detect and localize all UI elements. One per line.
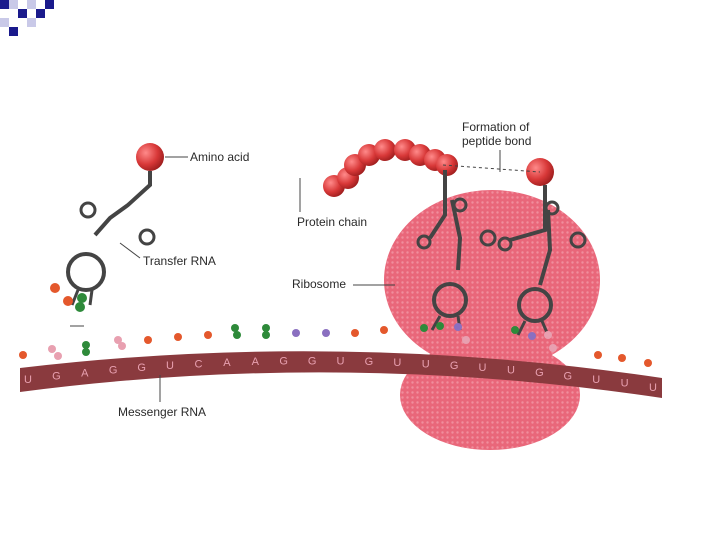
label-transfer-rna: Transfer RNA xyxy=(143,254,216,268)
mrna-base: U xyxy=(479,362,487,374)
mrna-base: U xyxy=(166,360,174,372)
ribosome xyxy=(384,190,600,450)
mrna-base: U xyxy=(507,364,515,376)
mrna-base: G xyxy=(535,367,544,379)
mrna-base: G xyxy=(279,356,288,368)
mrna-base: U xyxy=(24,374,32,386)
mrna-base: G xyxy=(308,355,317,367)
amino-acid-bead xyxy=(374,139,396,161)
mrna-base: G xyxy=(137,362,146,374)
label-protein-chain: Protein chain xyxy=(297,215,367,229)
mrna-base: A xyxy=(252,356,260,368)
mrna-base: G xyxy=(564,370,573,382)
mrna-base: C xyxy=(195,358,203,370)
mrna-base: G xyxy=(52,371,61,383)
mrna-base: U xyxy=(649,382,657,394)
mrna-base: A xyxy=(223,357,231,369)
mrna-base: G xyxy=(109,365,118,377)
label-ribosome: Ribosome xyxy=(292,277,346,291)
mrna-base: U xyxy=(592,374,600,386)
label-messenger-rna: Messenger RNA xyxy=(118,405,206,419)
mrna-base: U xyxy=(621,378,629,390)
label-amino-acid: Amino acid xyxy=(190,150,249,164)
label-formation-line2: peptide bond xyxy=(462,134,531,148)
mrna-base: U xyxy=(337,356,345,368)
mrna-base: U xyxy=(422,358,430,370)
mrna-base: G xyxy=(450,360,459,372)
free-trna xyxy=(50,143,164,326)
mrna-base: G xyxy=(365,356,374,368)
mrna-base: U xyxy=(393,357,401,369)
mrna-base: A xyxy=(81,367,89,379)
label-formation-line1: Formation of xyxy=(462,120,530,134)
